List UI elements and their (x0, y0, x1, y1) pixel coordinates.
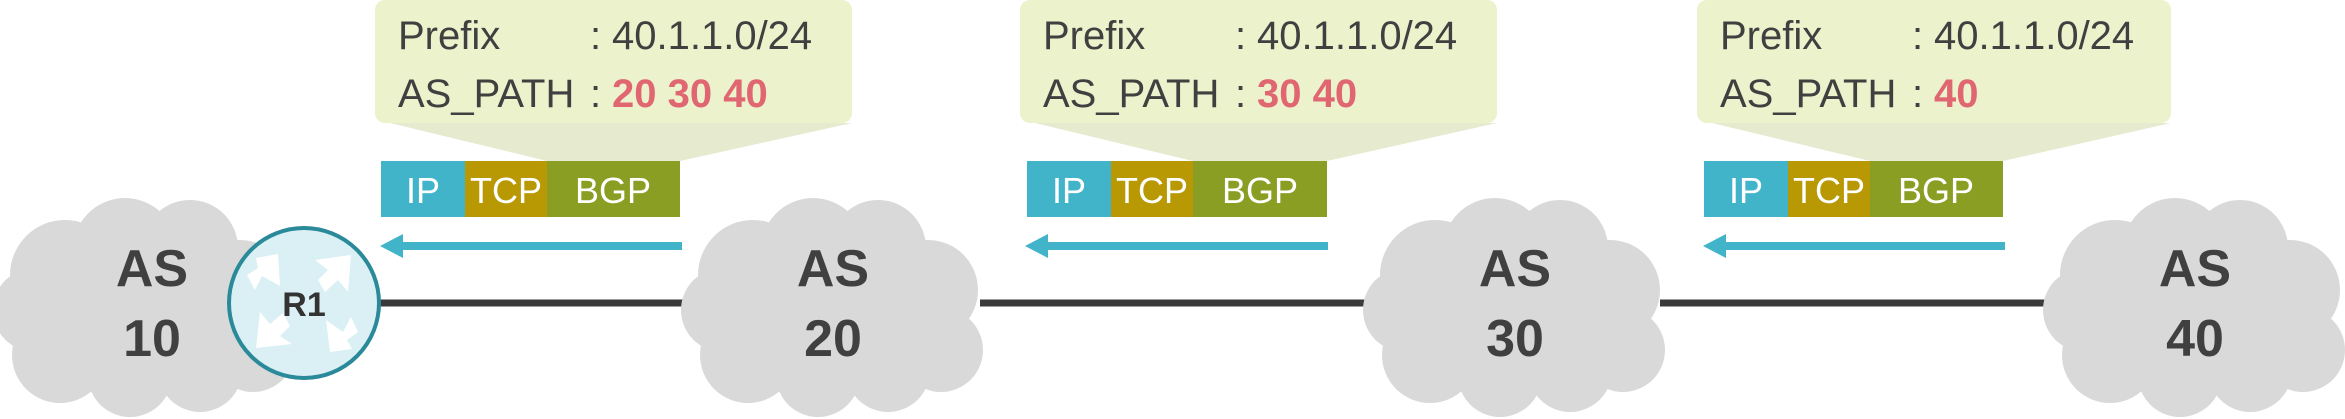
bgp-update-3: Prefix : 40.1.1.0/24 AS_PATH : 40 IP TCP… (1697, 0, 2171, 258)
bgp-update-2: Prefix : 40.1.1.0/24 AS_PATH : 30 40 IP … (1020, 0, 1497, 258)
prefix-value: 40.1.1.0/24 (1257, 14, 1457, 58)
as-path-value: 40 (1934, 72, 1979, 116)
separator: : (590, 14, 601, 58)
as-path-value: 30 40 (1257, 72, 1357, 116)
ip-header (1027, 161, 1111, 217)
separator: : (1912, 14, 1923, 58)
separator: : (590, 72, 601, 116)
tcp-label: TCP (1793, 170, 1865, 211)
arrow-left-icon (1703, 234, 2005, 258)
bgp-header (1193, 161, 1327, 217)
ip-label: IP (1729, 170, 1763, 211)
as-number: 10 (123, 310, 181, 368)
ip-label: IP (406, 170, 440, 211)
separator: : (1235, 14, 1246, 58)
callout-bubble (375, 0, 852, 123)
arrow-left-icon (380, 234, 682, 258)
prefix-value: 40.1.1.0/24 (612, 14, 812, 58)
tcp-label: TCP (470, 170, 542, 211)
prefix-label: Prefix (398, 14, 500, 58)
cloud-as20 (681, 198, 983, 417)
ip-header (381, 161, 465, 217)
router-label: R1 (282, 286, 325, 324)
as-number: 40 (2166, 310, 2224, 368)
separator: : (1912, 72, 1923, 116)
tcp-label: TCP (1116, 170, 1188, 211)
bgp-update-1: Prefix : 40.1.1.0/24 AS_PATH : 20 30 40 … (375, 0, 852, 258)
as10-label: AS 10 (116, 240, 188, 368)
prefix-value: 40.1.1.0/24 (1934, 14, 2134, 58)
as-number: 20 (804, 310, 862, 368)
bgp-label: BGP (1898, 170, 1974, 211)
as-label: AS (116, 240, 188, 298)
ip-label: IP (1052, 170, 1086, 211)
callout-tail (1712, 123, 2171, 161)
router-icon (247, 254, 358, 352)
as20-label: AS 20 (797, 240, 869, 368)
bgp-label: BGP (1222, 170, 1298, 211)
as-number: 30 (1486, 310, 1544, 368)
bgp-header (1870, 161, 2003, 217)
tcp-header (465, 161, 547, 217)
as-path-label: AS_PATH (1720, 72, 1896, 116)
as-label: AS (797, 240, 869, 298)
prefix-label: Prefix (1720, 14, 1822, 58)
prefix-label: Prefix (1043, 14, 1145, 58)
cloud-as30 (1363, 198, 1665, 417)
as-label: AS (1479, 240, 1551, 298)
ip-header (1704, 161, 1788, 217)
as-path-label: AS_PATH (1043, 72, 1219, 116)
as-path-label: AS_PATH (398, 72, 574, 116)
as30-label: AS 30 (1479, 240, 1551, 368)
callout-bubble (1020, 0, 1497, 123)
as40-label: AS 40 (2159, 240, 2231, 368)
callout-tail (390, 123, 852, 161)
separator: : (1235, 72, 1246, 116)
bgp-header (547, 161, 680, 217)
as-path-value: 20 30 40 (612, 72, 768, 116)
router-r1[interactable]: R1 (227, 226, 381, 380)
arrow-left-icon (1025, 234, 1328, 258)
as-label: AS (2159, 240, 2231, 298)
cloud-as40 (2043, 198, 2345, 417)
tcp-header (1788, 161, 1870, 217)
tcp-header (1111, 161, 1193, 217)
callout-bubble (1697, 0, 2171, 123)
callout-tail (1035, 123, 1497, 161)
bgp-label: BGP (575, 170, 651, 211)
